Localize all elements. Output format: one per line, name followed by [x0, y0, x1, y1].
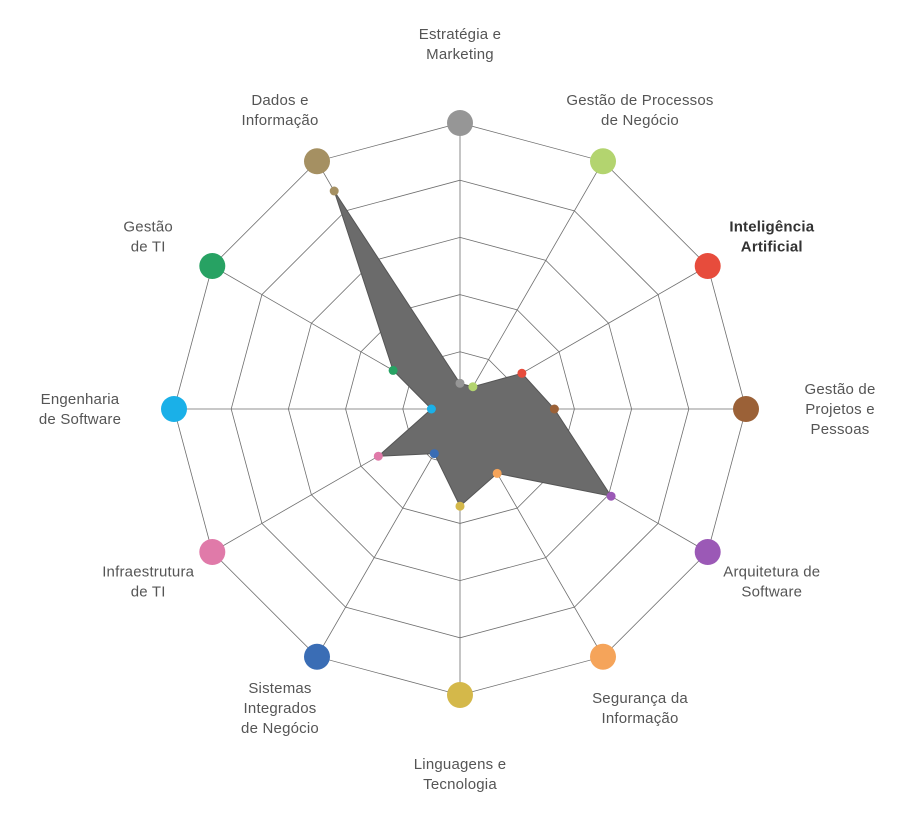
axis-marker-engenharia-de-software	[161, 396, 187, 422]
axis-marker-gestao-de-processos-de-negocio	[590, 148, 616, 175]
data-point-dados-e-informacao	[329, 186, 339, 196]
data-point-engenharia-de-software	[426, 404, 436, 414]
data-point-sistemas-integrados-de-negocio	[429, 449, 439, 459]
axis-marker-dados-e-informacao	[304, 148, 330, 175]
data-point-estrategia-e-marketing	[455, 378, 465, 388]
axis-marker-seguranca-da-informacao	[590, 643, 616, 670]
data-point-gestao-de-ti	[388, 365, 398, 375]
axis-marker-inteligencia-artificial	[694, 253, 721, 279]
spoke-gestao-de-processos-de-negocio	[459, 161, 604, 410]
axis-marker-estrategia-e-marketing	[447, 110, 473, 136]
axis-marker-gestao-de-ti	[199, 253, 226, 279]
data-point-infraestrutura-de-ti	[373, 451, 383, 461]
data-point-linguagens-e-tecnologia	[455, 501, 465, 511]
data-point-gestao-de-processos-de-negocio	[468, 382, 478, 392]
axis-marker-linguagens-e-tecnologia	[447, 682, 473, 708]
data-point-inteligencia-artificial	[517, 368, 527, 378]
axis-marker-sistemas-integrados-de-negocio	[304, 643, 330, 670]
data-point-seguranca-da-informacao	[492, 468, 502, 478]
data-point-arquitetura-de-software	[606, 491, 616, 501]
data-point-gestao-de-projetos-e-pessoas	[549, 404, 559, 414]
axis-end-markers	[161, 110, 759, 708]
axis-marker-arquitetura-de-software	[694, 539, 721, 565]
axis-marker-gestao-de-projetos-e-pessoas	[733, 396, 759, 422]
radar-data-points	[329, 186, 616, 511]
axis-marker-infraestrutura-de-ti	[199, 539, 226, 565]
